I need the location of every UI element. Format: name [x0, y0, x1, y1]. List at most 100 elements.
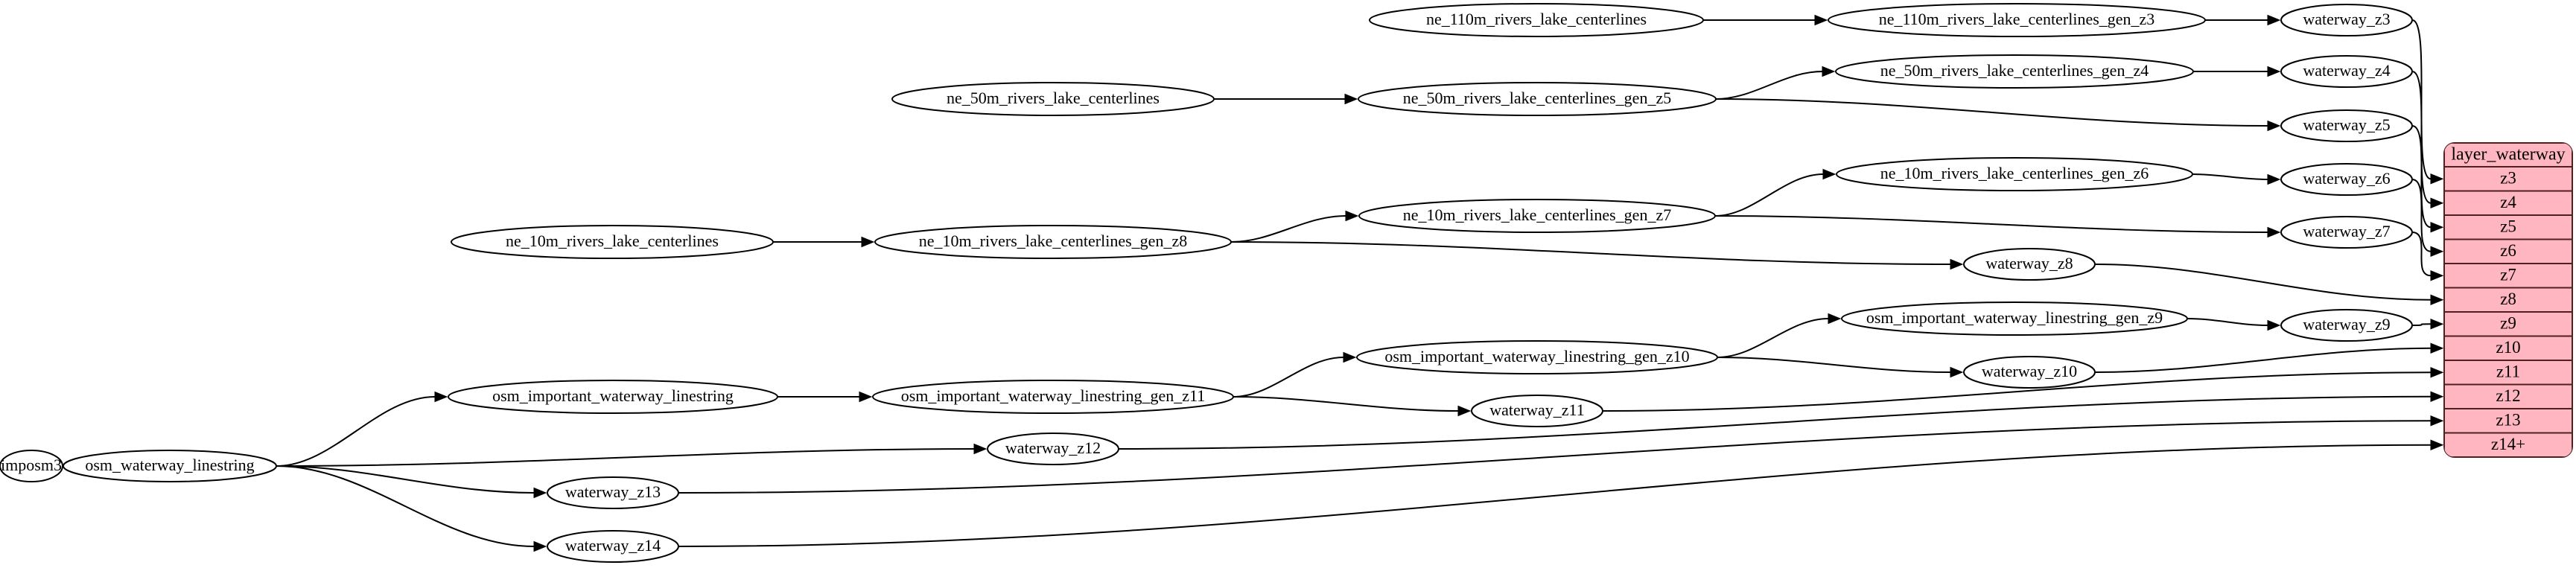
layer-table-row-label: z13: [2496, 411, 2520, 430]
graph-node-osm_waterway_linestring[interactable]: osm_waterway_linestring: [63, 450, 277, 482]
node-ellipse: [874, 225, 1232, 259]
edge-arrowhead: [1822, 168, 1836, 180]
edge-osm_important_waterway_linestring_gen_z10-to-waterway_z10: [1717, 357, 1951, 373]
graph-node-waterway_z13[interactable]: waterway_z13: [547, 476, 679, 509]
graph-node-waterway_z12[interactable]: waterway_z12: [987, 433, 1119, 465]
edge-arrowhead: [2430, 367, 2444, 378]
edge-ne_50m_rivers_lake_centerlines_gen_z5-to-ne_50m_rivers_lake_centerlines_gen_z4: [1715, 71, 1823, 100]
graph-node-waterway_z6[interactable]: waterway_z6: [2280, 163, 2413, 196]
graph-node-waterway_z8[interactable]: waterway_z8: [1963, 248, 2096, 281]
layer-table-title: layer_waterway: [2451, 145, 2565, 165]
node-ellipse: [547, 530, 679, 563]
edge-arrowhead: [2430, 222, 2444, 233]
graph-node-ne_10m_rivers_lake_centerlines_gen_z7[interactable]: ne_10m_rivers_lake_centerlines_gen_z7: [1358, 199, 1716, 233]
graph-node-ne_50m_rivers_lake_centerlines[interactable]: ne_50m_rivers_lake_centerlines: [891, 82, 1215, 116]
edge-arrowhead: [2430, 319, 2444, 330]
graph-node-waterway_z3[interactable]: waterway_z3: [2280, 4, 2413, 36]
node-ellipse: [1358, 199, 1716, 233]
node-ellipse: [987, 433, 1119, 465]
graph-node-ne_10m_rivers_lake_centerlines_gen_z8[interactable]: ne_10m_rivers_lake_centerlines_gen_z8: [874, 225, 1232, 259]
graph-node-ne_110m_rivers_lake_centerlines_gen_z3[interactable]: ne_110m_rivers_lake_centerlines_gen_z3: [1828, 3, 2206, 37]
edge-arrowhead: [1822, 66, 1836, 77]
edge-arrowhead: [973, 443, 988, 455]
edge-waterway_z9-to-layer_waterway-z9: [2411, 323, 2432, 326]
graph-node-waterway_z5[interactable]: waterway_z5: [2280, 109, 2413, 142]
edge-arrowhead: [2430, 294, 2444, 305]
edge-arrowhead: [1814, 14, 1828, 26]
node-label: osm_important_waterway_linestring_gen_z9: [1866, 308, 2163, 327]
graph-node-waterway_z14[interactable]: waterway_z14: [547, 530, 679, 563]
graph-node-osm_important_waterway_linestring_gen_z11[interactable]: osm_important_waterway_linestring_gen_z1…: [872, 380, 1234, 414]
layer-table-row-z14+[interactable]: [2444, 432, 2572, 458]
edge-arrowhead: [2430, 173, 2444, 185]
layer-table-row-z3[interactable]: [2444, 166, 2572, 192]
node-ellipse: [1963, 356, 2096, 389]
node-label: waterway_z10: [1982, 362, 2077, 380]
edge-arrowhead: [2267, 173, 2281, 185]
graph-node-ne_50m_rivers_lake_centerlines_gen_z5[interactable]: ne_50m_rivers_lake_centerlines_gen_z5: [1358, 82, 1717, 116]
node-label: osm_important_waterway_linestring_gen_z1…: [1384, 347, 1689, 366]
node-label: waterway_z4: [2303, 61, 2390, 80]
layer-table-row-z7[interactable]: [2444, 263, 2572, 289]
layer-table-row-z9[interactable]: [2444, 311, 2572, 337]
node-label: waterway_z8: [1985, 254, 2073, 272]
graph-node-ne_50m_rivers_lake_centerlines_gen_z4[interactable]: ne_50m_rivers_lake_centerlines_gen_z4: [1835, 54, 2194, 89]
edge-arrowhead: [859, 391, 873, 403]
node-label: waterway_z14: [565, 536, 661, 555]
edge-osm_important_waterway_linestring_gen_z10-to-osm_important_waterway_linestring_gen_z9: [1717, 318, 1829, 358]
layer-table-row-label: z6: [2500, 241, 2516, 260]
layer-table-row-z12[interactable]: [2444, 383, 2572, 409]
graph-node-waterway_z11[interactable]: waterway_z11: [1471, 395, 1603, 427]
edge-arrowhead: [2430, 342, 2444, 354]
node-ellipse: [1841, 301, 2188, 336]
node-label: waterway_z9: [2303, 315, 2390, 334]
graph-node-osm_important_waterway_linestring_gen_z9[interactable]: osm_important_waterway_linestring_gen_z9: [1841, 301, 2188, 336]
edge-arrowhead: [1345, 210, 1359, 222]
edge-arrowhead: [2430, 415, 2444, 427]
edge-ne_50m_rivers_lake_centerlines_gen_z5-to-waterway_z5: [1715, 98, 2268, 127]
edge-waterway_z8-to-layer_waterway-z8: [2094, 264, 2432, 301]
node-label: waterway_z13: [565, 482, 661, 501]
node-label: waterway_z3: [2303, 10, 2390, 28]
edge-arrowhead: [1344, 93, 1358, 105]
edge-arrowhead: [861, 236, 875, 248]
edge-osm_important_waterway_linestring_gen_z9-to-waterway_z9: [2187, 318, 2268, 326]
graph-node-waterway_z9[interactable]: waterway_z9: [2280, 309, 2413, 342]
edge-waterway_z6-to-layer_waterway-z6: [2411, 179, 2432, 252]
node-ellipse: [2280, 163, 2413, 196]
edge-arrowhead: [434, 391, 448, 403]
node-label: waterway_z5: [2303, 115, 2390, 134]
node-label: ne_10m_rivers_lake_centerlines_gen_z6: [1880, 164, 2149, 182]
edge-arrowhead: [1828, 313, 1842, 325]
node-label: ne_10m_rivers_lake_centerlines_gen_z8: [919, 232, 1187, 250]
edge-arrowhead: [533, 540, 547, 552]
graph-node-ne_110m_rivers_lake_centerlines[interactable]: ne_110m_rivers_lake_centerlines: [1369, 3, 1704, 37]
edge-ne_10m_rivers_lake_centerlines_gen_z7-to-waterway_z7: [1714, 215, 2268, 233]
edge-waterway_z4-to-layer_waterway-z4: [2411, 71, 2432, 204]
edge-arrowhead: [1950, 258, 1964, 270]
edge-osm_waterway_linestring-to-waterway_z12: [276, 448, 975, 467]
layer-table-row-label: z7: [2500, 266, 2516, 284]
graph-node-osm_important_waterway_linestring[interactable]: osm_important_waterway_linestring: [448, 380, 778, 414]
layer-table-row-label: z4: [2500, 193, 2516, 211]
node-ellipse: [891, 82, 1215, 116]
graph-node-ne_10m_rivers_lake_centerlines_gen_z6[interactable]: ne_10m_rivers_lake_centerlines_gen_z6: [1836, 157, 2193, 191]
node-ellipse: [547, 476, 679, 509]
graph-node-waterway_z4[interactable]: waterway_z4: [2280, 55, 2413, 88]
edge-waterway_z12-to-layer_waterway-z12: [1118, 395, 2432, 450]
graph-node-waterway_z7[interactable]: waterway_z7: [2280, 216, 2413, 249]
layer-table-row-label: z10: [2496, 338, 2520, 357]
edge-ne_10m_rivers_lake_centerlines_gen_z7-to-ne_10m_rivers_lake_centerlines_gen_z6: [1714, 173, 1824, 217]
graph-node-osm_important_waterway_linestring_gen_z10[interactable]: osm_important_waterway_linestring_gen_z1…: [1356, 340, 1718, 374]
graph-node-ne_10m_rivers_lake_centerlines[interactable]: ne_10m_rivers_lake_centerlines: [451, 225, 774, 259]
node-ellipse: [1358, 82, 1717, 116]
node-ellipse: [872, 380, 1234, 414]
node-label: ne_110m_rivers_lake_centerlines: [1426, 10, 1647, 28]
graph-node-imposm3[interactable]: imposm3: [0, 450, 63, 482]
graph-node-waterway_z10[interactable]: waterway_z10: [1963, 356, 2096, 389]
node-label: waterway_z6: [2303, 169, 2390, 188]
node-ellipse: [2280, 109, 2413, 142]
layer-table-row-label: z5: [2500, 217, 2516, 236]
